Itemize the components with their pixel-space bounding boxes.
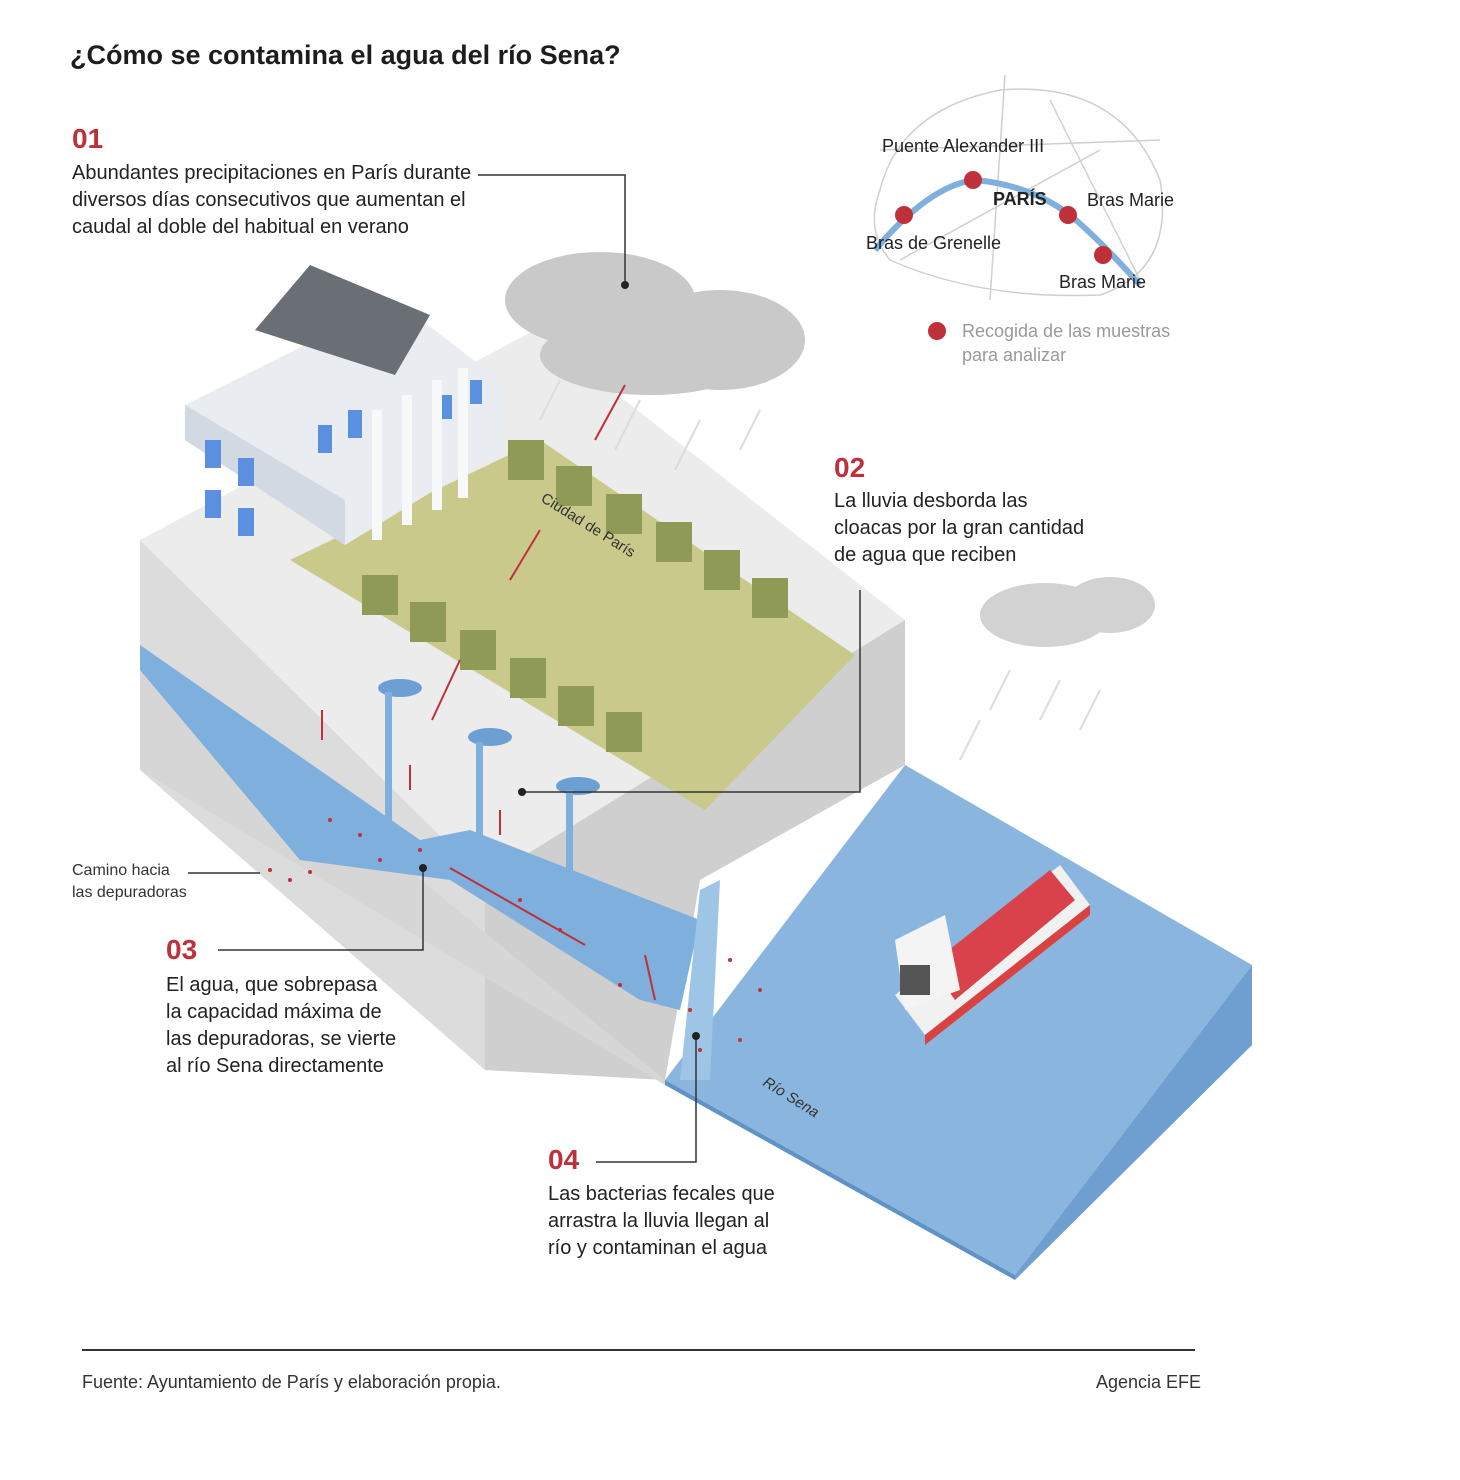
footer-source: Fuente: Ayuntamiento de París y elaborac… bbox=[82, 1372, 501, 1392]
city-hall-building bbox=[185, 265, 500, 545]
river-front-face bbox=[665, 1080, 1015, 1280]
footer-credit: Agencia EFE bbox=[1096, 1372, 1202, 1392]
outfall-channel bbox=[680, 880, 720, 1080]
map-label-alexander: Puente Alexander III bbox=[882, 136, 1045, 156]
map-label-grenelle: Bras de Grenelle bbox=[866, 233, 1002, 253]
rain-streaks bbox=[539, 379, 1101, 761]
park-lawn bbox=[290, 440, 855, 810]
leader-lines bbox=[188, 174, 861, 1163]
step-1-text: Abundantes precipitaciones en París dura… bbox=[72, 162, 472, 238]
rain-cloud-large bbox=[505, 252, 805, 395]
sample-points bbox=[895, 171, 1112, 340]
step-2-number: 02 bbox=[834, 452, 866, 483]
flow-arrows bbox=[321, 384, 656, 1001]
river-surface bbox=[665, 765, 1252, 1275]
map-label-bras-marie-2: Bras Marie bbox=[1059, 272, 1147, 292]
river-boat bbox=[895, 865, 1090, 1045]
page-title: ¿Cómo se contamina el agua del río Sena? bbox=[70, 40, 621, 70]
seine-river-line bbox=[872, 176, 1143, 287]
map-city-label: PARÍS bbox=[993, 189, 1047, 209]
drain-pipes bbox=[385, 692, 573, 870]
paris-map-streets bbox=[873, 74, 1164, 301]
step-3-number: 03 bbox=[166, 934, 198, 965]
bacteria-dots bbox=[268, 818, 762, 1052]
step-1-number: 01 bbox=[72, 123, 104, 154]
river-side-face bbox=[1015, 965, 1252, 1280]
sewer-pipe bbox=[140, 645, 700, 1010]
park-trees bbox=[362, 440, 788, 752]
leader-dots bbox=[419, 281, 700, 1040]
step-4-number: 04 bbox=[548, 1144, 580, 1175]
rain-cloud-small bbox=[980, 577, 1155, 647]
map-label-bras-marie-1: Bras Marie bbox=[1087, 190, 1175, 210]
